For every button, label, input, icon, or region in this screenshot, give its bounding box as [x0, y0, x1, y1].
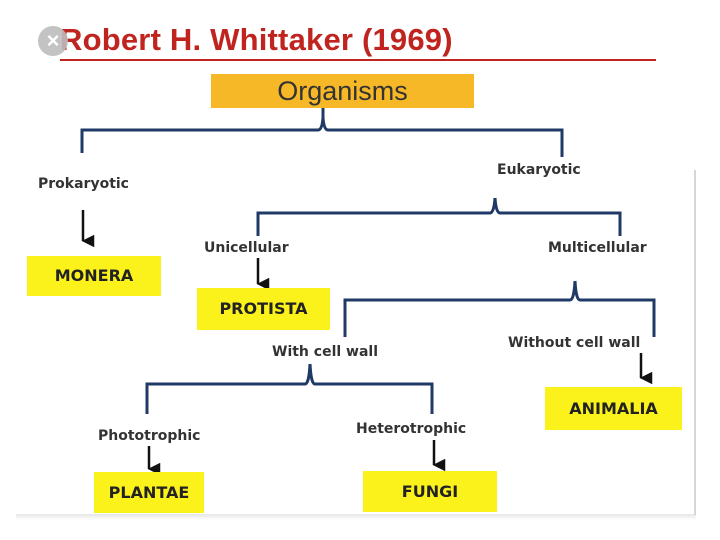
label-phototrophic: Phototrophic — [98, 428, 201, 444]
title-underline — [60, 59, 656, 61]
brace-organisms — [80, 108, 564, 157]
card-right-edge — [694, 170, 696, 515]
label-heterotrophic: Heterotrophic — [356, 421, 467, 437]
kingdom-fungi: FUNGI — [363, 471, 497, 512]
kingdom-plantae: PLANTAE — [94, 472, 204, 513]
kingdom-animalia: ANIMALIA — [545, 387, 682, 430]
label-multicellular: Multicellular — [548, 240, 647, 256]
kingdom-monera: MONERA — [27, 256, 161, 296]
label-without-cell-wall: Without cell wall — [508, 335, 641, 351]
root-node-organisms: Organisms — [211, 74, 474, 108]
brace-eukaryotic — [256, 197, 622, 236]
label-prokaryotic: Prokaryotic — [38, 176, 129, 192]
card-bottom-shadow — [16, 514, 696, 520]
brace-with-cell-wall — [145, 363, 434, 414]
close-icon[interactable]: × — [38, 26, 68, 56]
kingdom-protista: PROTISTA — [197, 288, 330, 330]
label-unicellular: Unicellular — [204, 240, 289, 256]
label-eukaryotic: Eukaryotic — [497, 162, 581, 178]
diagram-title: Robert H. Whittaker (1969) — [60, 22, 453, 57]
label-with-cell-wall: With cell wall — [272, 344, 379, 360]
brace-multicellular — [343, 280, 656, 337]
